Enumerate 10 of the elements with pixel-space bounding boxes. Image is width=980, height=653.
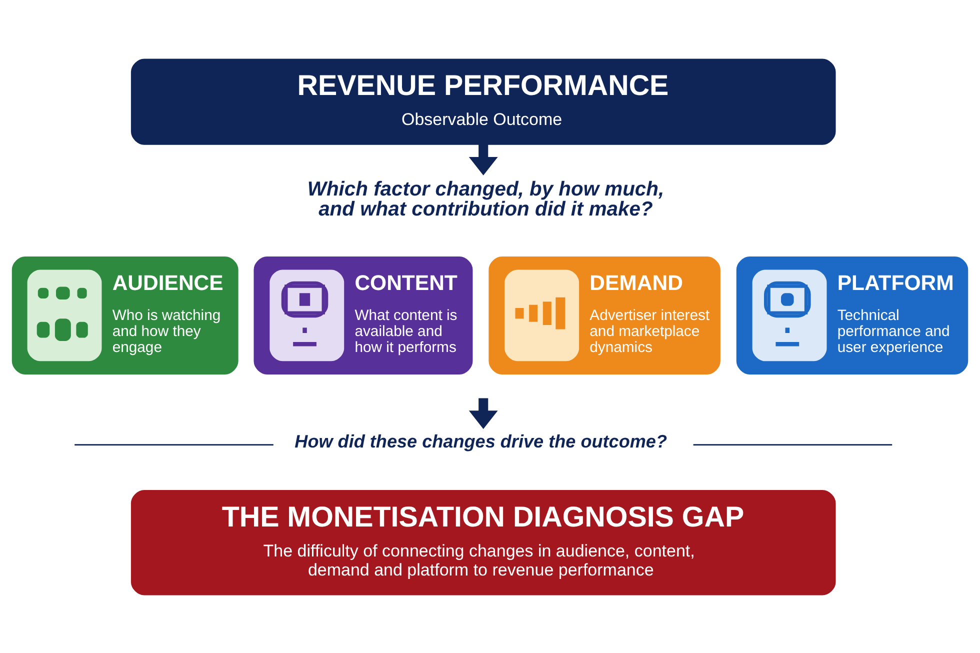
node-box: CONTENT What content is available and how it performs (254, 256, 473, 374)
node-text: How did these changes drive the outcome? (294, 431, 668, 452)
node-text: Which factor changed, by how much, and what contribution did it make? (307, 178, 664, 220)
node-box: PLATFORM Technical performance and user experience (736, 256, 968, 374)
arrow (468, 398, 498, 428)
node-box: THE MONETISATION DIAGNOSIS GAP The difficulty of connecting changes in audience, content, demand and platform to revenue performance (130, 490, 836, 595)
node-box: AUDIENCE Who is watching and how they engage (12, 256, 238, 374)
node-box: REVENUE PERFORMANCE Observable Outcome (130, 58, 836, 144)
node-box: DEMAND Advertiser interest and marketplace dynamics (488, 256, 720, 374)
arrow (468, 144, 498, 175)
